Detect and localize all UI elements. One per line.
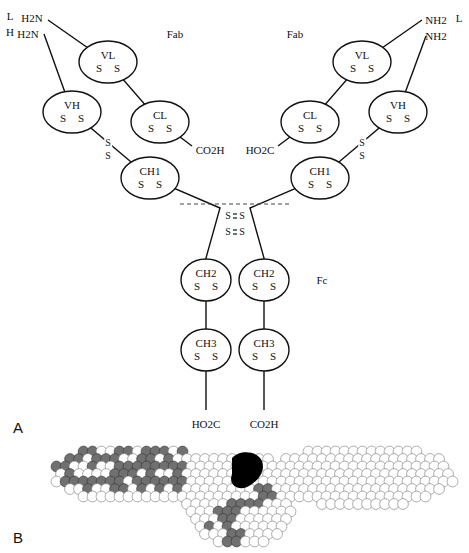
- disulfide-sulfur: S: [238, 210, 246, 222]
- disulfide-sulfur: S: [96, 62, 102, 75]
- lobe-outline: [180, 258, 232, 302]
- lobe-outline: [120, 156, 180, 200]
- domain-name: CL: [153, 109, 167, 122]
- atom-sphere: [447, 476, 458, 487]
- chain-terminus-label: H: [5, 26, 15, 38]
- lobe-outline: [42, 90, 102, 134]
- lobe-outline: [238, 258, 290, 302]
- disulfide-sulfur: S: [298, 122, 304, 135]
- hinge-dashed-line: [180, 204, 290, 205]
- disulfide-sulfur: S: [316, 122, 322, 135]
- domain-name: CH2: [254, 267, 275, 280]
- disulfide-sulfur: S: [368, 62, 374, 75]
- disulfide-sulfur: S: [104, 150, 112, 162]
- panel-letter: A: [12, 422, 24, 434]
- carboxyl-terminus-label: HO2C: [245, 144, 276, 156]
- lobe-outline: [130, 100, 190, 144]
- domain-name: CH2: [196, 267, 217, 280]
- atom-sphere: [258, 536, 269, 547]
- domain-name: CH1: [140, 165, 161, 178]
- domain-lobe: VLSS: [78, 40, 138, 84]
- carbohydrate-blob: [231, 452, 263, 488]
- disulfide-sulfur: S: [350, 62, 356, 75]
- chain-terminus-label: H2N: [16, 28, 39, 40]
- carboxyl-terminus-label: HO2C: [191, 418, 222, 430]
- disulfide-sulfur: S: [270, 280, 276, 293]
- lobe-outline: [280, 100, 340, 144]
- domain-name: VL: [355, 49, 370, 62]
- disulfide-sulfur: S: [194, 350, 200, 363]
- domain-lobe: CH2SS: [238, 258, 290, 302]
- domain-lobe: CLSS: [280, 100, 340, 144]
- lobe-outline: [78, 40, 138, 84]
- atom-sphere: [434, 484, 445, 495]
- domain-lobe: CH1SS: [290, 156, 350, 200]
- disulfide-sulfur: S: [148, 122, 154, 135]
- domain-name: CH3: [254, 337, 275, 350]
- chain-terminus-label: NH2: [424, 14, 447, 26]
- domain-name: CL: [303, 109, 317, 122]
- disulfide-sulfur: S: [386, 112, 392, 125]
- chain-terminus-label: L: [455, 12, 464, 24]
- fragment-label: Fab: [166, 28, 185, 40]
- fragment-label: Fc: [316, 274, 329, 286]
- domain-name: CH1: [310, 165, 331, 178]
- domain-lobe: CH1SS: [120, 156, 180, 200]
- domain-lobe: VHSS: [42, 90, 102, 134]
- domain-name: VL: [101, 49, 116, 62]
- disulfide-sulfur: S: [212, 280, 218, 293]
- domain-lobe: VLSS: [332, 40, 392, 84]
- panel-letter: B: [12, 532, 24, 544]
- disulfide-sulfur: S: [252, 350, 258, 363]
- disulfide-sulfur: S: [308, 178, 314, 191]
- carboxyl-terminus-label: CO2H: [195, 144, 226, 156]
- chain-terminus-label: H2N: [20, 12, 43, 24]
- lobe-outline: [180, 328, 232, 372]
- lobe-outline: [332, 40, 392, 84]
- disulfide-sulfur: S: [194, 280, 200, 293]
- disulfide-sulfur: S: [60, 112, 66, 125]
- domain-name: VH: [390, 99, 406, 112]
- atom-sphere: [420, 491, 431, 502]
- domain-lobe: CH3SS: [238, 328, 290, 372]
- lobe-outline: [238, 328, 290, 372]
- domain-lobe: CH2SS: [180, 258, 232, 302]
- disulfide-sulfur: S: [224, 210, 232, 222]
- atom-sphere: [398, 499, 409, 510]
- lobe-outline: [290, 156, 350, 200]
- disulfide-sulfur: S: [404, 112, 410, 125]
- disulfide-sulfur: S: [358, 150, 366, 162]
- disulfide-sulfur: S: [166, 122, 172, 135]
- chain-terminus-label: L: [6, 10, 15, 22]
- disulfide-sulfur: S: [326, 178, 332, 191]
- disulfide-sulfur: S: [358, 137, 366, 149]
- disulfide-sulfur: S: [238, 226, 246, 238]
- disulfide-sulfur: S: [156, 178, 162, 191]
- lobe-outline: [368, 90, 428, 134]
- domain-lobe: CH3SS: [180, 328, 232, 372]
- disulfide-sulfur: S: [104, 137, 112, 149]
- disulfide-sulfur: S: [270, 350, 276, 363]
- carboxyl-terminus-label: CO2H: [249, 418, 280, 430]
- chain-terminus-label: NH2: [424, 30, 447, 42]
- domain-name: VH: [64, 99, 80, 112]
- domain-name: CH3: [196, 337, 217, 350]
- disulfide-double-bond: [233, 214, 237, 234]
- atom-sphere: [272, 529, 283, 540]
- peptide-chains: [44, 20, 426, 410]
- fragment-label: Fab: [286, 28, 305, 40]
- disulfide-sulfur: S: [224, 226, 232, 238]
- disulfide-sulfur: S: [78, 112, 84, 125]
- domain-lobe: CLSS: [130, 100, 190, 144]
- space-filling-model: [51, 446, 458, 547]
- disulfide-sulfur: S: [114, 62, 120, 75]
- disulfide-sulfur: S: [138, 178, 144, 191]
- disulfide-sulfur: S: [252, 280, 258, 293]
- disulfide-sulfur: S: [212, 350, 218, 363]
- domain-lobe: VHSS: [368, 90, 428, 134]
